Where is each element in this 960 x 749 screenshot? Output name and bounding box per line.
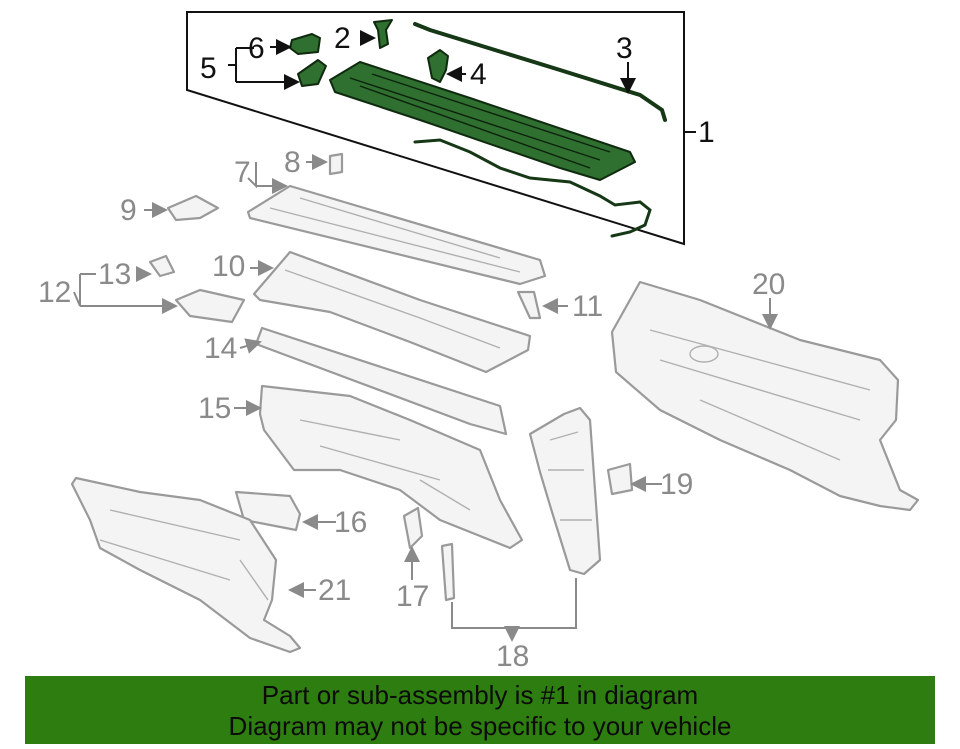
callout-5: 5: [200, 52, 217, 85]
banner-line-2: Diagram may not be specific to your vehi…: [228, 711, 732, 741]
bracket-part-17: [402, 506, 424, 550]
disclaimer-banner: Part or sub-assembly is #1 in diagram Di…: [25, 676, 935, 744]
callout-11: 11: [572, 290, 603, 323]
cowl-vent-panel-part: [329, 61, 636, 181]
subassembly-frame: [186, 11, 685, 246]
callout-15: 15: [198, 392, 231, 425]
bracket-part-6: [289, 33, 321, 55]
callout-9: 9: [120, 194, 137, 227]
callout-6: 6: [248, 32, 265, 65]
callout-10: 10: [212, 250, 245, 283]
pillar-part-18b: [528, 406, 602, 576]
plug-part-8: [328, 152, 344, 176]
callout-1: 1: [698, 116, 715, 149]
insulator-part-21: [70, 476, 302, 654]
banner-line-1: Part or sub-assembly is #1 in diagram: [261, 680, 699, 710]
panel-part-10: [252, 250, 532, 374]
callout-4: 4: [470, 58, 487, 91]
wiper-linkage-part: [413, 22, 667, 122]
callout-12: 12: [38, 276, 71, 309]
bracket-part-5: [297, 59, 327, 87]
bracket-part-11: [516, 290, 542, 320]
clip-part-2: [373, 19, 393, 49]
callout-2: 2: [334, 22, 351, 55]
callout-18: 18: [496, 640, 529, 673]
washer-hose-part: [413, 138, 652, 238]
callout-8: 8: [284, 146, 301, 179]
grommet-part-12: [174, 288, 246, 324]
callout-17: 17: [396, 580, 429, 613]
callout-21: 21: [318, 574, 351, 607]
callout-20: 20: [752, 268, 785, 301]
callout-14: 14: [204, 332, 237, 365]
callout-7: 7: [234, 156, 251, 189]
callout-13: 13: [98, 258, 131, 291]
bracket-part-19: [606, 462, 634, 496]
callout-3: 3: [616, 32, 633, 65]
clip-part-13: [148, 254, 176, 278]
bracket-part-16: [234, 490, 302, 532]
strip-part-18a: [440, 542, 456, 602]
dash-assembly-part-20: [610, 280, 920, 512]
seal-part-4: [427, 49, 449, 83]
callout-19: 19: [660, 468, 693, 501]
cover-part-9: [166, 194, 220, 222]
reinforcement-part-14: [254, 326, 508, 436]
leader-lines: [73, 30, 778, 640]
callout-16: 16: [334, 506, 367, 539]
dash-panel-part-15: [258, 384, 524, 550]
